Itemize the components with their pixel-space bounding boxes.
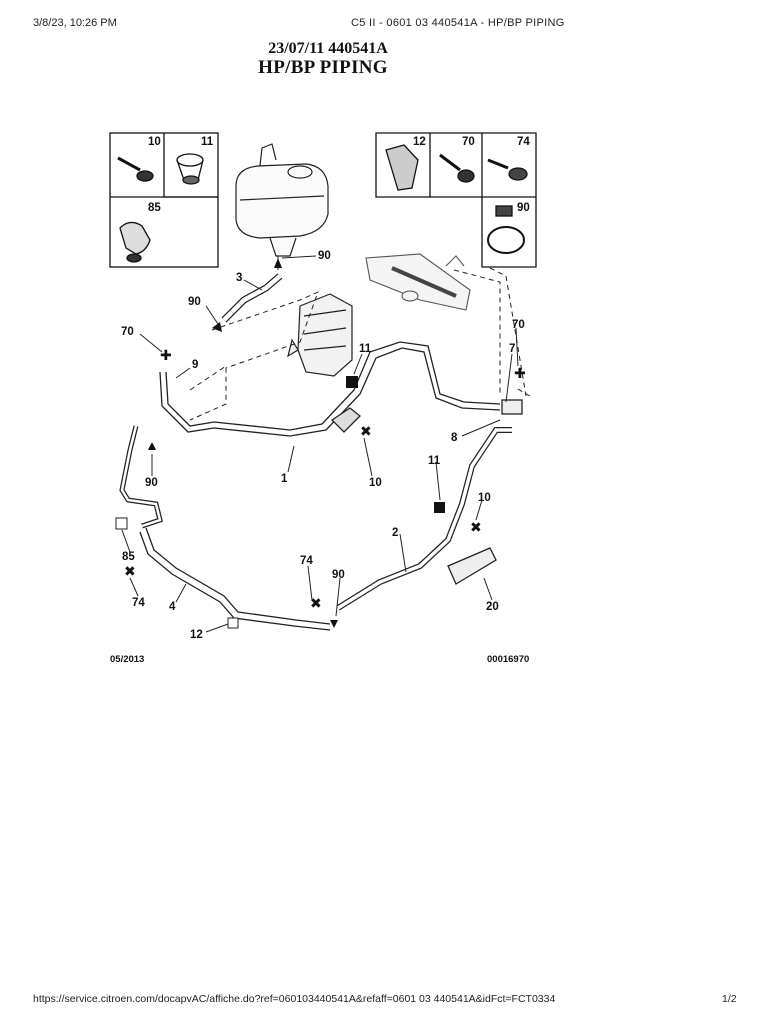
callout-8: 8 — [451, 432, 458, 444]
hose-clamp-part-icon — [487, 205, 525, 254]
bolt-part-icon — [117, 156, 154, 182]
leader-lines — [121, 255, 519, 633]
legend-label-10: 10 — [148, 136, 161, 148]
callout-1: 1 — [281, 473, 288, 485]
hose-clamp-arrow-left — [212, 322, 222, 332]
callout-74-left: 74 — [132, 597, 145, 609]
diagram-number: 00016970 — [487, 654, 529, 665]
screw-marker-70-left: ✚ — [160, 348, 172, 364]
legend-label-70: 70 — [462, 136, 475, 148]
callout-7: 7 — [509, 343, 515, 355]
bushing-part-icon — [176, 153, 204, 185]
callout-9: 9 — [192, 359, 198, 371]
piping-lines — [119, 273, 523, 631]
screw-marker-70-right: ✚ — [514, 366, 526, 382]
bolt-marker-10-right: ✖ — [470, 520, 482, 536]
bracket-marker-12 — [227, 617, 239, 629]
power-steering-pump — [287, 293, 353, 377]
callout-70-left: 70 — [121, 326, 134, 338]
document-title: HP/BP PIPING — [258, 57, 388, 78]
markers: ✚ ✚ ✖ ✖ ✖ ✖ — [115, 258, 526, 629]
callout-10-right: 10 — [478, 492, 491, 504]
screw-washer-part-icon — [487, 158, 528, 181]
hose-clamp-arrow-return — [148, 442, 156, 450]
document-reference: 23/07/11 440541A — [268, 40, 388, 57]
screw-marker-74-left: ✖ — [124, 564, 136, 580]
screw-marker-74-mid: ✖ — [310, 596, 322, 612]
callout-12: 12 — [190, 629, 203, 641]
legend-label-74: 74 — [517, 136, 530, 148]
callout-11-mid: 11 — [359, 343, 372, 355]
fastener-marker-11-lower — [434, 502, 445, 513]
page-number: 1/2 — [722, 993, 737, 1005]
callout-85: 85 — [122, 551, 135, 563]
legend-label-11: 11 — [201, 136, 214, 148]
callout-4: 4 — [169, 601, 176, 613]
hose-clamp-arrow-low — [330, 620, 338, 628]
callout-90-low: 90 — [332, 569, 345, 581]
callout-2: 2 — [392, 527, 398, 539]
callout-3: 3 — [236, 272, 242, 284]
print-datetime: 3/8/23, 10:26 PM — [33, 17, 117, 29]
bracket-part-icon — [385, 144, 419, 191]
callout-70-right: 70 — [512, 319, 525, 331]
hose-clamp-arrow-top — [274, 258, 282, 268]
legend-left — [109, 132, 219, 268]
bolt-marker-10: ✖ — [360, 424, 372, 440]
callout-74-mid: 74 — [300, 555, 313, 567]
diagram-date: 05/2013 — [110, 654, 144, 665]
callout-90-top: 90 — [318, 250, 331, 262]
callout-11-low: 11 — [428, 455, 441, 467]
source-url: https://service.citroen.com/docapvAC/aff… — [33, 993, 556, 1005]
legend-label-12: 12 — [413, 136, 426, 148]
callout-90-hose: 90 — [145, 477, 158, 489]
callout-90-left: 90 — [188, 296, 201, 308]
legend-label-90: 90 — [517, 202, 530, 214]
legend-label-85: 85 — [148, 202, 161, 214]
clip-part-icon — [119, 221, 151, 263]
clip-marker-85 — [115, 517, 128, 530]
fastener-marker-11 — [346, 376, 358, 388]
callout-10-mid: 10 — [369, 477, 382, 489]
screw-part-icon — [439, 153, 475, 183]
fluid-reservoir — [235, 143, 329, 257]
callout-20: 20 — [486, 601, 499, 613]
legend-right — [375, 132, 537, 268]
print-title: C5 II - 0601 03 440541A - HP/BP PIPING — [351, 17, 565, 29]
steering-rack — [365, 253, 471, 311]
